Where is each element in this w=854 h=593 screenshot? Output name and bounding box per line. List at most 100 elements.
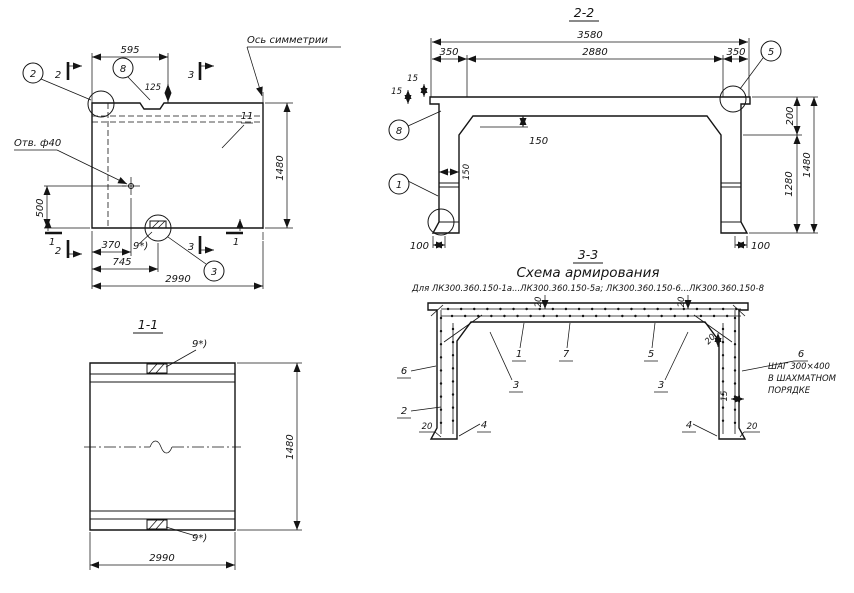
pos-3-left: 3	[513, 380, 519, 391]
section-1-1-texts: 9*) 9*) 1480 2990	[149, 339, 296, 564]
detail-circle-leg	[427, 208, 455, 236]
section-1-1-outline	[89, 362, 236, 531]
view-section-1-1: 1-1 9*)	[84, 317, 302, 570]
view-plan: 2 2 2 595 8 125 3 3 Ось симметрии 11 148…	[14, 35, 341, 290]
weld-mark-top: 9*)	[192, 339, 207, 350]
section-3-3-position-leaders	[397, 322, 808, 437]
dim-150-leg: 150	[462, 164, 472, 180]
pos-3-right: 3	[658, 380, 664, 391]
section-3-3-dimension-lines	[419, 295, 760, 438]
dim-595: 595	[120, 45, 139, 56]
weld-mark-bottom: 9*)	[192, 533, 207, 544]
cut-3-top-label: 3	[188, 70, 194, 81]
dim-20-bottom-right: 20	[747, 422, 758, 432]
balloon-3-label: 3	[211, 267, 217, 278]
section-3-3-outline	[427, 302, 749, 440]
section-1-1-dimension-lines	[89, 349, 302, 570]
pos-1: 1	[516, 349, 522, 360]
dim-200: 200	[785, 106, 796, 125]
dim-350-right: 350	[726, 47, 745, 58]
cut-3-bottom-label: 3	[188, 242, 194, 253]
balloon-5-label-22: 5	[768, 47, 774, 58]
pos-7: 7	[563, 349, 570, 360]
dim-20-bottom-left: 20	[422, 422, 433, 432]
applicability-note: Для ЛК300.360.150-1а...ЛК300.360.150-5а;…	[411, 284, 765, 294]
balloon-2-label: 2	[30, 69, 36, 80]
dim-1480-plan: 1480	[275, 155, 286, 180]
hole-label: Отв. ф40	[14, 138, 61, 149]
dim-370: 370	[101, 240, 120, 251]
embedded-plate-top	[146, 363, 168, 374]
embedded-plate	[149, 220, 167, 228]
dim-20-top-right: 20	[677, 297, 687, 308]
section-1-1-interior	[84, 363, 241, 530]
detail-circle-5	[719, 85, 747, 113]
balloon-3-circle	[203, 260, 225, 282]
pos-5: 5	[648, 349, 654, 360]
dim-150-haunch: 150	[529, 136, 548, 147]
dim-100-left: 100	[410, 241, 429, 252]
pos-6-left: 6	[401, 366, 407, 377]
plan-leaders	[14, 46, 341, 282]
section-2-2-title: 2-2	[574, 5, 594, 20]
symmetry-axis-label: Ось симметрии	[247, 35, 328, 46]
plan-texts: 2 2 2 595 8 125 3 3 Ось симметрии 11 148…	[14, 35, 328, 285]
cut-2-top-label: 2	[55, 70, 61, 81]
dim-15-a: 15	[407, 74, 418, 84]
dim-2990-11: 2990	[149, 553, 174, 564]
dim-500: 500	[35, 198, 46, 217]
balloon-8-circle	[112, 57, 134, 79]
dim-350-left: 350	[439, 47, 458, 58]
section-1-1-title: 1-1	[138, 317, 158, 332]
cut-2-bottom-label: 2	[55, 246, 61, 257]
section-2-2-leaders	[388, 40, 782, 197]
dim-1480-11: 1480	[285, 434, 296, 459]
pos-6-right: 6	[798, 349, 804, 360]
dim-20-corner: 20	[703, 332, 718, 347]
pos-4-right: 4	[686, 420, 692, 431]
plan-dimension-lines	[43, 53, 293, 290]
dim-2880: 2880	[582, 47, 607, 58]
view-section-3-3: 3-3 Схема армирования Для ЛК300.360.150-…	[397, 247, 837, 440]
balloon-1-label-22: 1	[396, 180, 402, 191]
reinforcement-subtitle: Схема армирования	[516, 265, 659, 281]
section-3-3-title: 3-3	[578, 247, 598, 262]
plan-outline	[87, 90, 264, 242]
dim-2990-plan: 2990	[165, 274, 190, 285]
section-3-3-rebar	[430, 304, 746, 434]
balloon-1-circle-22	[388, 173, 410, 195]
section-2-2-texts: 3580 350 2880 350 15 15 8 150 150 1 100 …	[391, 30, 813, 252]
pos-2: 2	[401, 406, 407, 417]
view-section-2-2: 2-2	[388, 5, 818, 252]
balloon-8-label-22: 8	[396, 126, 402, 137]
weld-mark-plan: 9*)	[133, 241, 148, 252]
detail-circle-3	[144, 214, 172, 242]
note-line-2: В ШАХМАТНОМ	[768, 374, 837, 384]
pos-11-label: 11	[241, 111, 254, 122]
balloon-8-circle-22	[388, 119, 410, 141]
dim-100-right: 100	[751, 241, 770, 252]
dim-125: 125	[145, 83, 161, 93]
section-2-2-dimension-lines	[404, 38, 818, 249]
balloon-5-circle-22	[760, 40, 782, 62]
note-line-1: ШАГ 300×400	[768, 362, 830, 372]
note-line-3: ПОРЯДКЕ	[768, 386, 811, 396]
cut-1-left-label: 1	[49, 237, 55, 248]
dim-15-b: 15	[391, 87, 402, 97]
dim-1480-22: 1480	[802, 152, 813, 177]
dim-745: 745	[112, 257, 131, 268]
plan-section-marks	[44, 62, 244, 258]
pos-4-left: 4	[481, 420, 487, 431]
balloon-2-circle	[22, 62, 44, 84]
dim-1280: 1280	[784, 171, 795, 196]
dim-3580: 3580	[577, 30, 602, 41]
embedded-plate-bottom	[146, 519, 168, 530]
dim-20-top-mid: 20	[534, 297, 544, 308]
detail-circle-2	[87, 90, 115, 118]
section-3-3-texts: 20 20 20 15 20 20 1 7 5 3 3 6 2 4 4 6 ША…	[401, 297, 837, 432]
cut-1-right-label: 1	[233, 237, 239, 248]
dim-15-leg: 15	[720, 391, 730, 402]
section-2-2-outline	[429, 96, 751, 234]
break-symbol	[149, 440, 173, 454]
